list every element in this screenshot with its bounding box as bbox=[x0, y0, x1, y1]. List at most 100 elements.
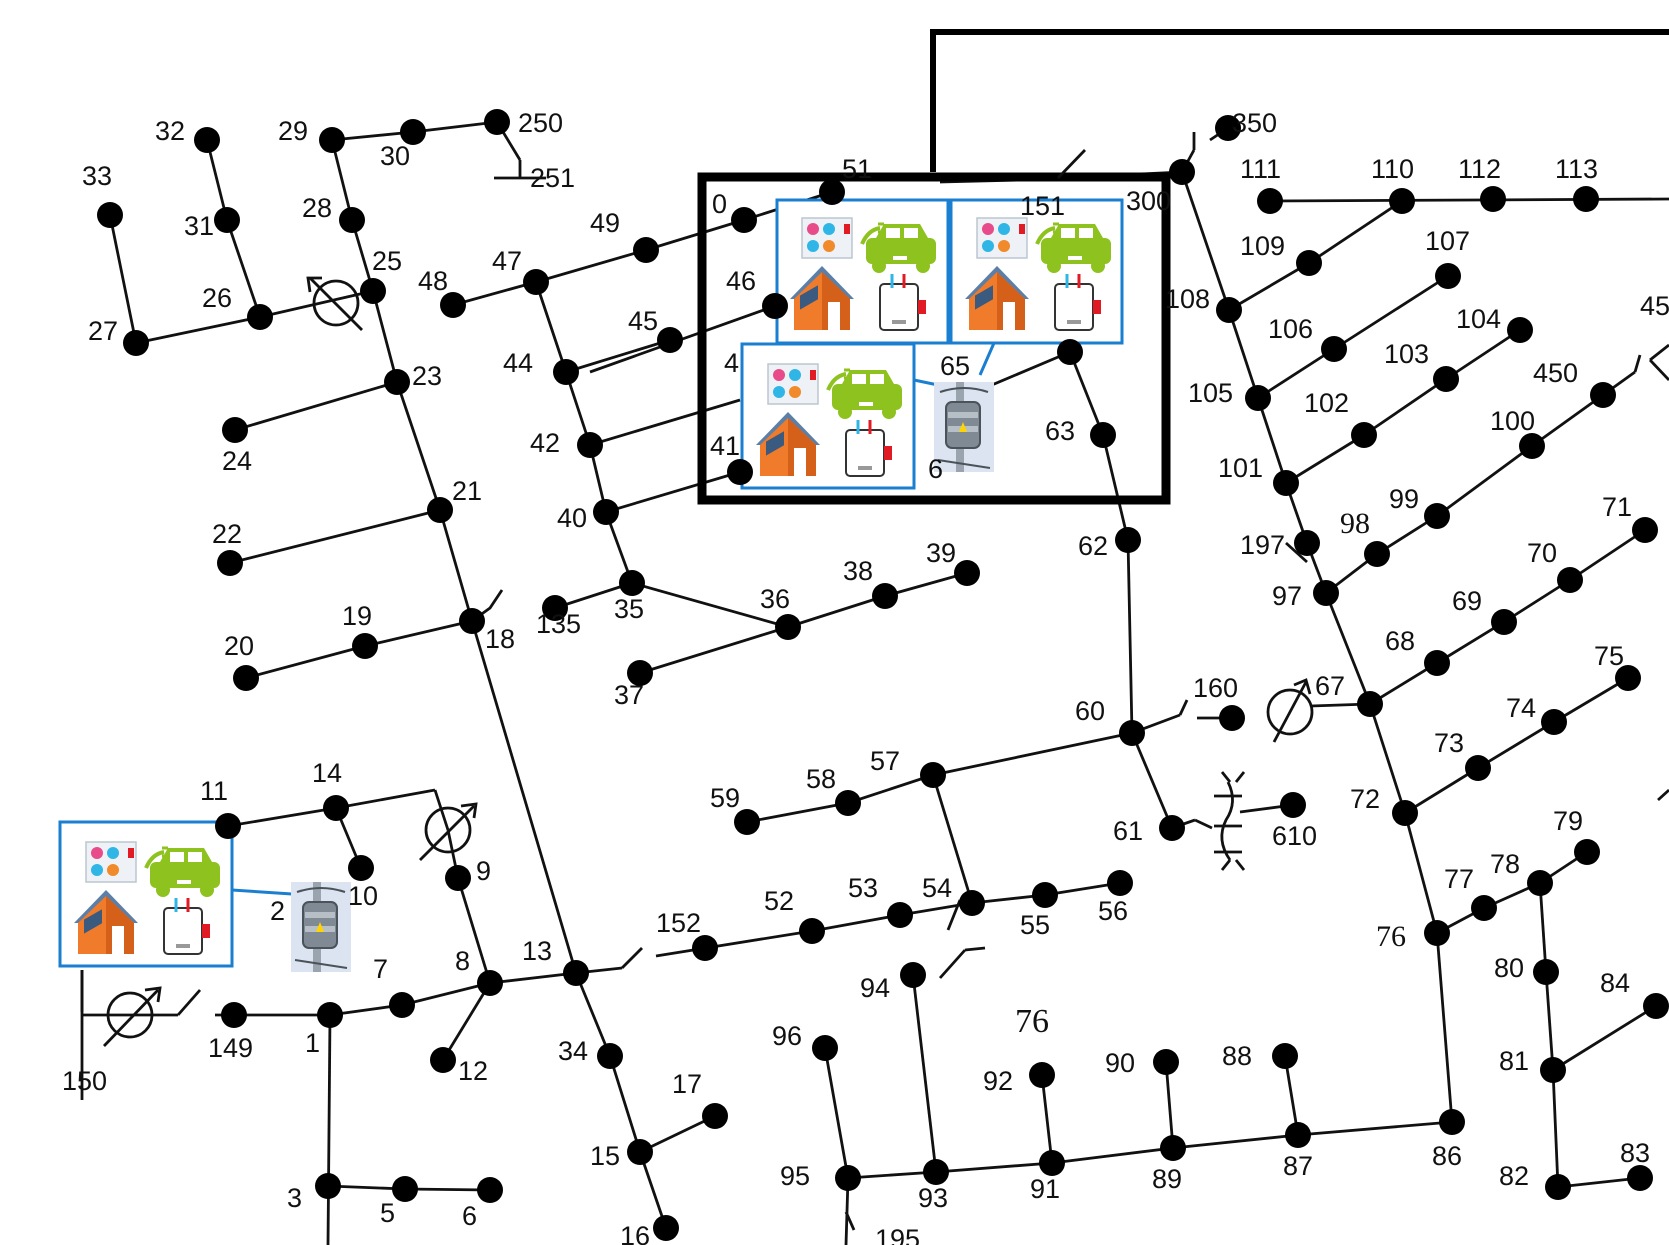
bus-label-251: 251 bbox=[530, 163, 575, 193]
bus-label-102: 102 bbox=[1304, 388, 1349, 418]
bus-node-160 bbox=[1219, 705, 1245, 731]
bus-label-19: 19 bbox=[342, 601, 372, 631]
bus-node-113 bbox=[1573, 186, 1599, 212]
bus-node-106 bbox=[1321, 336, 1347, 362]
bus-node-20 bbox=[233, 665, 259, 691]
bus-node-27 bbox=[123, 330, 149, 356]
bus-node-41 bbox=[727, 459, 753, 485]
bus-label-65: 65 bbox=[940, 351, 970, 381]
bus-node-25 bbox=[360, 278, 386, 304]
bus-label-101: 101 bbox=[1218, 453, 1263, 483]
bus-node-77 bbox=[1471, 895, 1497, 921]
bus-label-70: 70 bbox=[1527, 538, 1557, 568]
bus-node-100 bbox=[1519, 433, 1545, 459]
bus-node-32 bbox=[194, 127, 220, 153]
bus-node-39 bbox=[954, 560, 980, 586]
bus-node-47 bbox=[523, 269, 549, 295]
bus-label-7: 7 bbox=[373, 954, 388, 984]
bus-node-67 bbox=[1357, 691, 1383, 717]
bus-label-61: 61 bbox=[1113, 816, 1143, 846]
bus-label-71: 71 bbox=[1602, 492, 1632, 522]
bus-label-57: 57 bbox=[870, 746, 900, 776]
der-card-box-top-left bbox=[777, 200, 948, 343]
bus-node-92 bbox=[1029, 1062, 1055, 1088]
bus-node-16 bbox=[653, 1215, 679, 1241]
bus-label-13: 13 bbox=[522, 936, 552, 966]
bus-node-98 bbox=[1364, 541, 1390, 567]
bus-label-52: 52 bbox=[764, 886, 794, 916]
bus-node-13 bbox=[563, 960, 589, 986]
bus-node-97 bbox=[1313, 580, 1339, 606]
bus-node-88 bbox=[1272, 1043, 1298, 1069]
bus-node-95 bbox=[835, 1165, 861, 1191]
bus-node-18 bbox=[459, 608, 485, 634]
bus-label-89: 89 bbox=[1152, 1164, 1182, 1194]
bus-label-107: 107 bbox=[1425, 226, 1470, 256]
bus-label-23: 23 bbox=[412, 361, 442, 391]
bus-label-32: 32 bbox=[155, 116, 185, 146]
bus-label-1: 1 bbox=[305, 1028, 320, 1058]
bus-node-74 bbox=[1541, 709, 1567, 735]
bus-node-104 bbox=[1507, 317, 1533, 343]
bus-node-9 bbox=[445, 865, 471, 891]
bus-label-29: 29 bbox=[278, 116, 308, 146]
bus-node-65 bbox=[1057, 339, 1083, 365]
bus-label-22: 22 bbox=[212, 519, 242, 549]
bus-node-69 bbox=[1491, 609, 1517, 635]
bus-node-29 bbox=[319, 127, 345, 153]
bus-label-197: 197 bbox=[1240, 530, 1285, 560]
label-partial-45: 45 bbox=[1640, 291, 1669, 321]
bus-node-33 bbox=[97, 202, 123, 228]
bus-label-88: 88 bbox=[1222, 1041, 1252, 1071]
bus-node-68 bbox=[1424, 650, 1450, 676]
bus-node-450 bbox=[1590, 382, 1616, 408]
bus-label-10: 10 bbox=[348, 881, 378, 911]
bus-node-109 bbox=[1296, 250, 1322, 276]
bus-label-110: 110 bbox=[1371, 154, 1414, 184]
bus-node-12 bbox=[430, 1047, 456, 1073]
bus-node-35 bbox=[619, 570, 645, 596]
bus-node-105 bbox=[1245, 385, 1271, 411]
bus-label-8: 8 bbox=[455, 946, 470, 976]
bus-label-31: 31 bbox=[184, 211, 214, 241]
label-151: 151 bbox=[1020, 191, 1065, 221]
bus-node-19 bbox=[352, 633, 378, 659]
bus-label-350: 350 bbox=[1232, 108, 1277, 138]
bus-node-63 bbox=[1090, 422, 1116, 448]
bus-node-80 bbox=[1533, 959, 1559, 985]
bus-node-52 bbox=[799, 918, 825, 944]
bus-node-60 bbox=[1119, 720, 1145, 746]
pole-transformer-2 bbox=[291, 882, 351, 972]
bus-label-106: 106 bbox=[1268, 314, 1313, 344]
bus-label-30: 30 bbox=[380, 141, 410, 171]
bus-label-54: 54 bbox=[922, 873, 952, 903]
bus-label-55: 55 bbox=[1020, 910, 1050, 940]
bus-label-97: 97 bbox=[1272, 581, 1302, 611]
bus-node-58 bbox=[835, 790, 861, 816]
bus-label-41: 41 bbox=[710, 431, 740, 461]
bus-label-47: 47 bbox=[492, 246, 522, 276]
bus-label-195: 195 bbox=[875, 1224, 920, 1245]
bus-label-90: 90 bbox=[1105, 1048, 1135, 1078]
bus-label-15: 15 bbox=[590, 1141, 620, 1171]
bus-node-17 bbox=[702, 1103, 728, 1129]
bus-node-55 bbox=[1032, 882, 1058, 908]
der-card-bottom-left bbox=[60, 822, 232, 966]
bus-label-94: 94 bbox=[860, 973, 890, 1003]
bus-label-76: 76 bbox=[1376, 920, 1406, 953]
bus-node-5 bbox=[392, 1176, 418, 1202]
bus-node-38 bbox=[872, 583, 898, 609]
bus-node-23 bbox=[384, 369, 410, 395]
bus-label-63: 63 bbox=[1045, 416, 1075, 446]
bus-node-44 bbox=[553, 359, 579, 385]
bus-node-87 bbox=[1285, 1122, 1311, 1148]
bus-node-8 bbox=[477, 970, 503, 996]
bus-label-93: 93 bbox=[918, 1183, 948, 1213]
bus-label-75: 75 bbox=[1594, 641, 1624, 671]
bus-node-103 bbox=[1433, 366, 1459, 392]
bus-label-16: 16 bbox=[620, 1221, 650, 1245]
bus-node-86 bbox=[1439, 1109, 1465, 1135]
bus-node-300 bbox=[1169, 159, 1195, 185]
bus-label-39: 39 bbox=[926, 538, 956, 568]
